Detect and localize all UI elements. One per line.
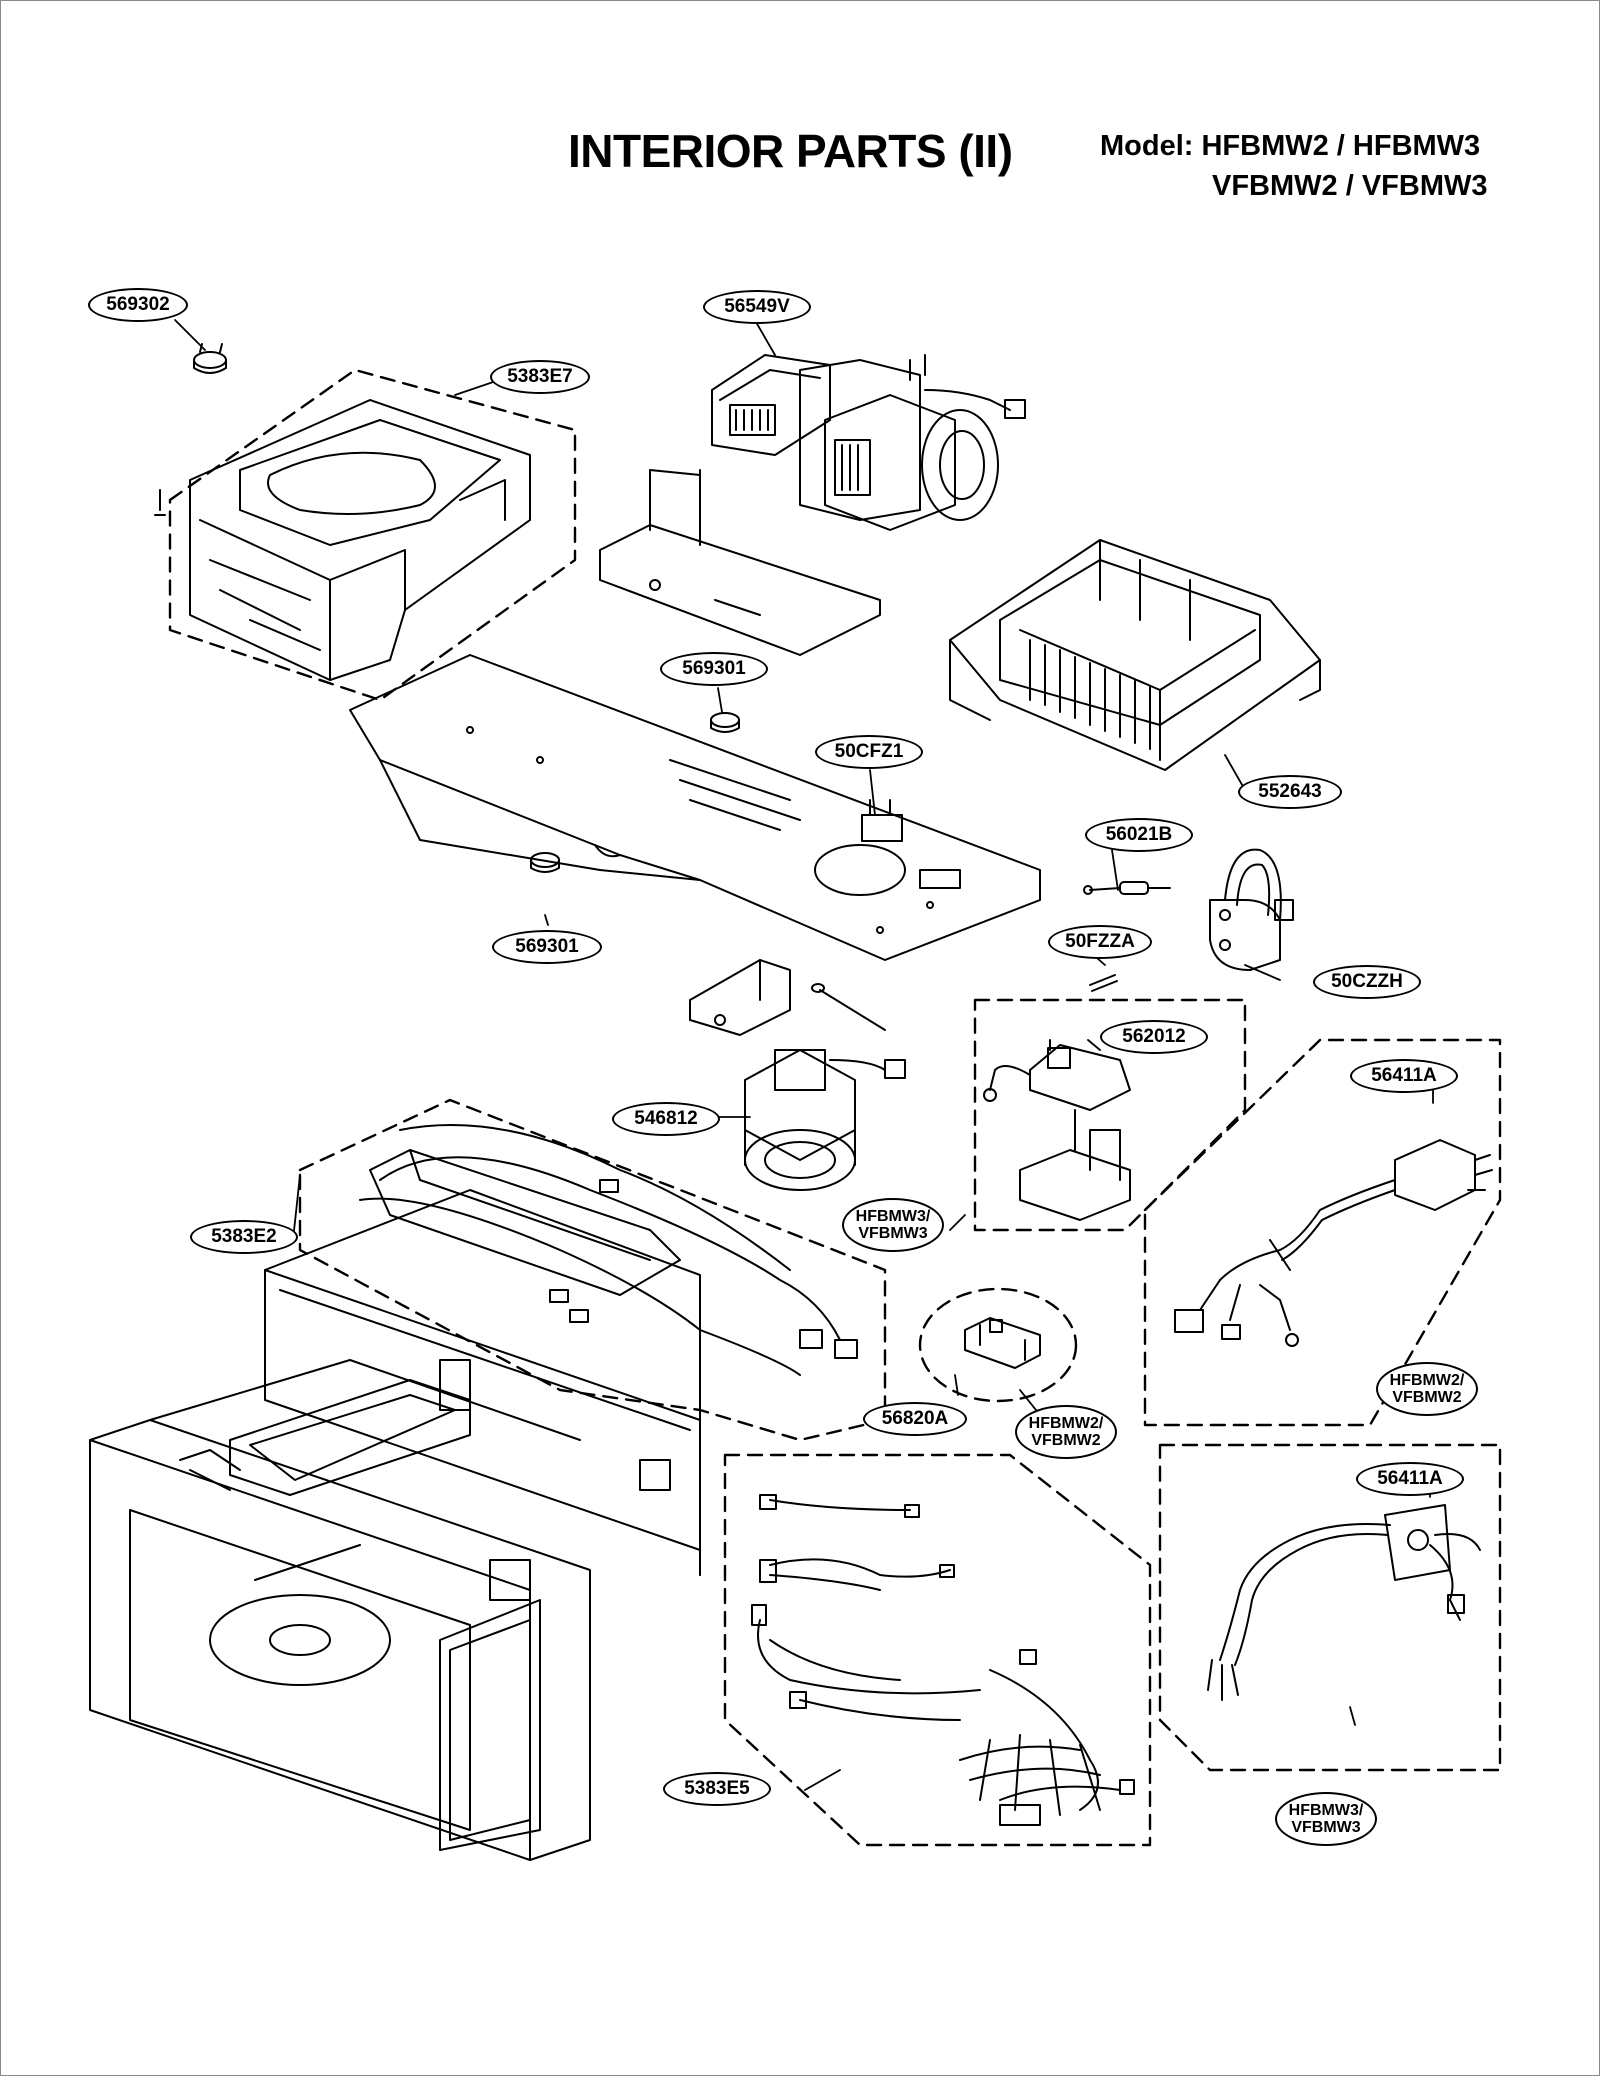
thermostat-569301-lower-drawing xyxy=(530,852,560,873)
note-pcb-line1: HFBMW3/ xyxy=(855,1208,931,1225)
callout-50cfz1: 50CFZ1 xyxy=(815,735,923,769)
callout-56411a-b: 56411A xyxy=(1356,1462,1464,1496)
note-pcb-models: HFBMW3/ VFBMW3 xyxy=(842,1198,944,1252)
callout-5383e2: 5383E2 xyxy=(190,1220,298,1254)
callout-552643: 552643 xyxy=(1238,775,1342,809)
callout-56820a: 56820A xyxy=(863,1402,967,1436)
pcb-drawing xyxy=(983,1039,1131,1221)
model-line-1: Model: HFBMW2 / HFBMW3 xyxy=(1100,130,1481,162)
cavity-drawing xyxy=(89,1189,701,1861)
note-cord-b-line1: HFBMW3/ xyxy=(1288,1802,1364,1819)
power-cord-b-drawing xyxy=(1207,1504,1481,1701)
heater-harness-drawing xyxy=(359,1124,858,1376)
callout-56021b: 56021B xyxy=(1085,818,1193,852)
callout-546812: 546812 xyxy=(612,1102,720,1136)
callout-569301-lower: 569301 xyxy=(492,930,602,964)
thermostat-569302-drawing xyxy=(193,343,227,374)
callout-569301-center: 569301 xyxy=(660,652,768,686)
bracket-plate-drawing xyxy=(599,469,881,656)
note-cord-b-line2: VFBMW3 xyxy=(1291,1819,1361,1836)
callout-50czzh: 50CZZH xyxy=(1313,965,1421,999)
lamp-socket-drawing xyxy=(1209,848,1294,971)
note-cord-a-models: HFBMW2/ VFBMW2 xyxy=(1376,1362,1478,1416)
callout-56549v: 56549V xyxy=(703,290,811,324)
thermostat-569301-center-drawing xyxy=(710,712,740,733)
page-title: INTERIOR PARTS (II) xyxy=(568,125,1013,177)
callout-569302: 569302 xyxy=(88,288,188,322)
air-guide-drawing xyxy=(154,399,531,681)
note-bracket-line1: HFBMW2/ xyxy=(1028,1415,1104,1432)
main-plate-drawing xyxy=(349,654,1041,961)
callout-5383e5: 5383E5 xyxy=(663,1772,771,1806)
note-pcb-line2: VFBMW3 xyxy=(858,1225,928,1242)
note-cord-b-models: HFBMW3/ VFBMW3 xyxy=(1275,1792,1377,1846)
note-bracket-line2: VFBMW2 xyxy=(1031,1432,1101,1449)
callout-56411a-a: 56411A xyxy=(1350,1059,1458,1093)
damper-motor-drawing xyxy=(689,959,906,1191)
callout-562012: 562012 xyxy=(1100,1020,1208,1054)
sensor-drawing xyxy=(1083,881,1171,895)
note-cord-a-line2: VFBMW2 xyxy=(1392,1389,1462,1406)
fuse-drawing xyxy=(1089,974,1118,992)
model-line-2: VFBMW2 / VFBMW3 xyxy=(1212,170,1488,202)
base-plate-assembly-drawing xyxy=(949,539,1321,771)
capacitor-drawing xyxy=(861,799,903,842)
note-cord-a-line1: HFBMW2/ xyxy=(1389,1372,1465,1389)
bracket-56820a-drawing xyxy=(964,1317,1041,1369)
power-cord-a-drawing xyxy=(1174,1139,1493,1347)
main-harness-drawing xyxy=(751,1494,1135,1826)
callout-5383e7: 5383E7 xyxy=(490,360,590,394)
fan-motor-drawing xyxy=(711,354,1026,531)
group-boxes xyxy=(168,368,1502,1847)
note-bracket-models: HFBMW2/ VFBMW2 xyxy=(1015,1405,1117,1459)
callout-50fzza: 50FZZA xyxy=(1048,925,1152,959)
